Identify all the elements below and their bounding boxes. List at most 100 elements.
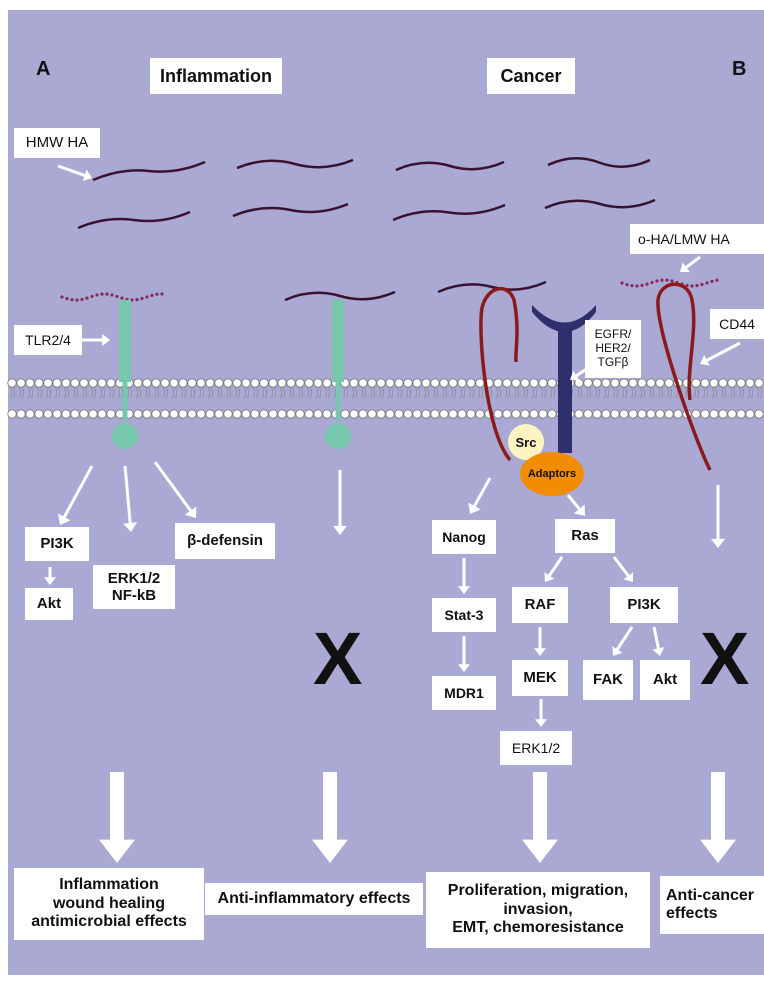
lipid-head [106, 378, 116, 388]
lipid-head [70, 378, 80, 388]
lipid-head [196, 409, 206, 419]
lipid-tail [631, 386, 636, 399]
lipid-head [619, 378, 629, 388]
lipid-tail [667, 386, 672, 399]
lipid-head [601, 409, 611, 419]
lipid-head [439, 378, 449, 388]
lipid-head [700, 378, 710, 388]
arrow [612, 556, 634, 582]
ha-fragment [690, 284, 694, 288]
lipid-tail [748, 386, 753, 399]
node-erk-nfkb: ERK1/2 NF-kB [93, 565, 175, 609]
lipid-head [214, 378, 224, 388]
lipid-head [340, 409, 350, 419]
lipid-head [439, 409, 449, 419]
lipid-tail [298, 386, 303, 399]
ha-fragment [660, 278, 664, 282]
lipid-head [7, 378, 17, 388]
ha-fragment [145, 295, 149, 299]
lipid-tail [28, 386, 33, 399]
lipid-head [7, 409, 17, 419]
lipid-head [142, 378, 152, 388]
ha-chain [284, 290, 396, 302]
lipid-head [322, 378, 332, 388]
lipid-tail [586, 386, 591, 399]
lipid-head [187, 409, 197, 419]
lipid-tail [397, 386, 402, 399]
ha-fragment [630, 284, 634, 288]
ha-chain [92, 160, 206, 182]
lipid-tail [55, 386, 60, 399]
lipid-head [538, 378, 548, 388]
lipid-tail [739, 386, 744, 399]
lipid-head [691, 378, 701, 388]
ha-fragment [665, 278, 669, 282]
lipid-head [646, 409, 656, 419]
lipid-tail [10, 386, 15, 399]
arrow [652, 626, 665, 656]
arrow [612, 626, 634, 656]
lipid-tail [388, 386, 393, 399]
lipid-head [16, 378, 26, 388]
tlr-tir-domain [325, 423, 351, 449]
arrow [544, 556, 564, 582]
tlr-tir-domain [112, 423, 138, 449]
ha-fragment [65, 296, 69, 301]
lipid-tail [550, 386, 555, 399]
lipid-head [178, 378, 188, 388]
ha-fragment [75, 298, 79, 302]
ha-fragment [120, 296, 124, 300]
ha-fragment [70, 298, 74, 302]
lipid-head [232, 378, 242, 388]
lipid-head [25, 378, 35, 388]
lipid-tail [343, 386, 348, 399]
egfr-ligand-cup [532, 305, 596, 332]
lipid-tail [82, 386, 87, 399]
lipid-tail [154, 386, 159, 399]
lipid-head [385, 409, 395, 419]
lipid-tail [658, 386, 663, 399]
cd44-receptor [656, 282, 712, 471]
lipid-head [268, 409, 278, 419]
lipid-head [259, 409, 269, 419]
lipid-head [691, 409, 701, 419]
lipid-tail [703, 386, 708, 399]
arrow [153, 461, 197, 518]
ha-fragment [700, 282, 704, 287]
lipid-tail [118, 386, 123, 399]
lipid-head [727, 409, 737, 419]
lipid-tail [496, 386, 501, 399]
lipid-head [241, 409, 251, 419]
ha-chain [77, 210, 191, 230]
lipid-head [241, 378, 251, 388]
lipid-head [547, 378, 557, 388]
lipid-head [52, 378, 62, 388]
label-egfr: EGFR/ HER2/ TGFβ [585, 320, 641, 378]
lipid-head [520, 378, 530, 388]
lipid-tail [460, 386, 465, 399]
lipid-tail [136, 386, 141, 399]
lipid-head [79, 378, 89, 388]
lipid-head [133, 378, 143, 388]
lipid-head [88, 378, 98, 388]
lipid-head [538, 409, 548, 419]
lipid-head [754, 409, 764, 419]
lipid-tail [163, 386, 168, 399]
outcome-anti-inflammatory: Anti-inflammatory effects [205, 883, 423, 915]
egfr-stalk [558, 325, 572, 453]
outcome-inflammation: Inflammation wound healing antimicrobial… [14, 868, 204, 940]
lipid-tail [109, 386, 114, 399]
lipid-head [88, 409, 98, 419]
lipid-tail [172, 386, 177, 399]
lipid-head [637, 378, 647, 388]
ha-fragment [130, 298, 134, 302]
tlr-transmembrane [122, 382, 128, 420]
lipid-head [583, 378, 593, 388]
label-o-ha: o-HA/LMW HA [630, 224, 764, 254]
ha-fragment [90, 294, 94, 299]
lipid-head [52, 409, 62, 419]
tlr-transmembrane [335, 382, 341, 420]
lipid-head [133, 409, 143, 419]
label-hmw-ha: HMW HA [14, 128, 100, 158]
